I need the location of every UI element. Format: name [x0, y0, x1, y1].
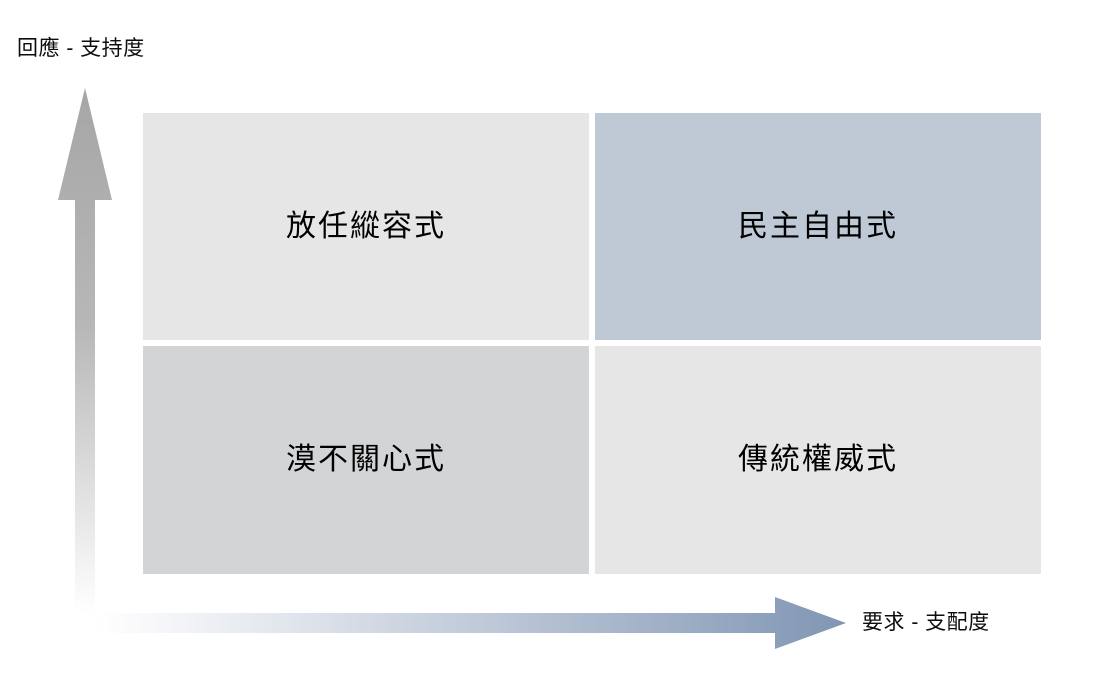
- quadrant-bottom-right-label: 傳統權威式: [738, 443, 898, 476]
- quadrant-bottom-left-label: 漠不關心式: [286, 443, 446, 476]
- quadrant-bottom-right[interactable]: 傳統權威式: [592, 343, 1044, 577]
- quadrant-matrix: 放任縱容式 民主自由式 漠不關心式 傳統權威式: [140, 110, 1044, 577]
- quadrant-bottom-left[interactable]: 漠不關心式: [140, 343, 592, 577]
- x-axis-label: 要求 - 支配度: [862, 611, 990, 634]
- up-arrow-icon: [55, 86, 117, 614]
- quadrant-top-left[interactable]: 放任縱容式: [140, 110, 592, 343]
- quadrant-top-right[interactable]: 民主自由式: [592, 110, 1044, 343]
- quadrant-top-left-label: 放任縱容式: [286, 209, 446, 243]
- y-axis-label: 回應 - 支持度: [17, 37, 145, 60]
- quadrant-top-right-label: 民主自由式: [738, 209, 898, 243]
- right-arrow-icon: [96, 596, 848, 650]
